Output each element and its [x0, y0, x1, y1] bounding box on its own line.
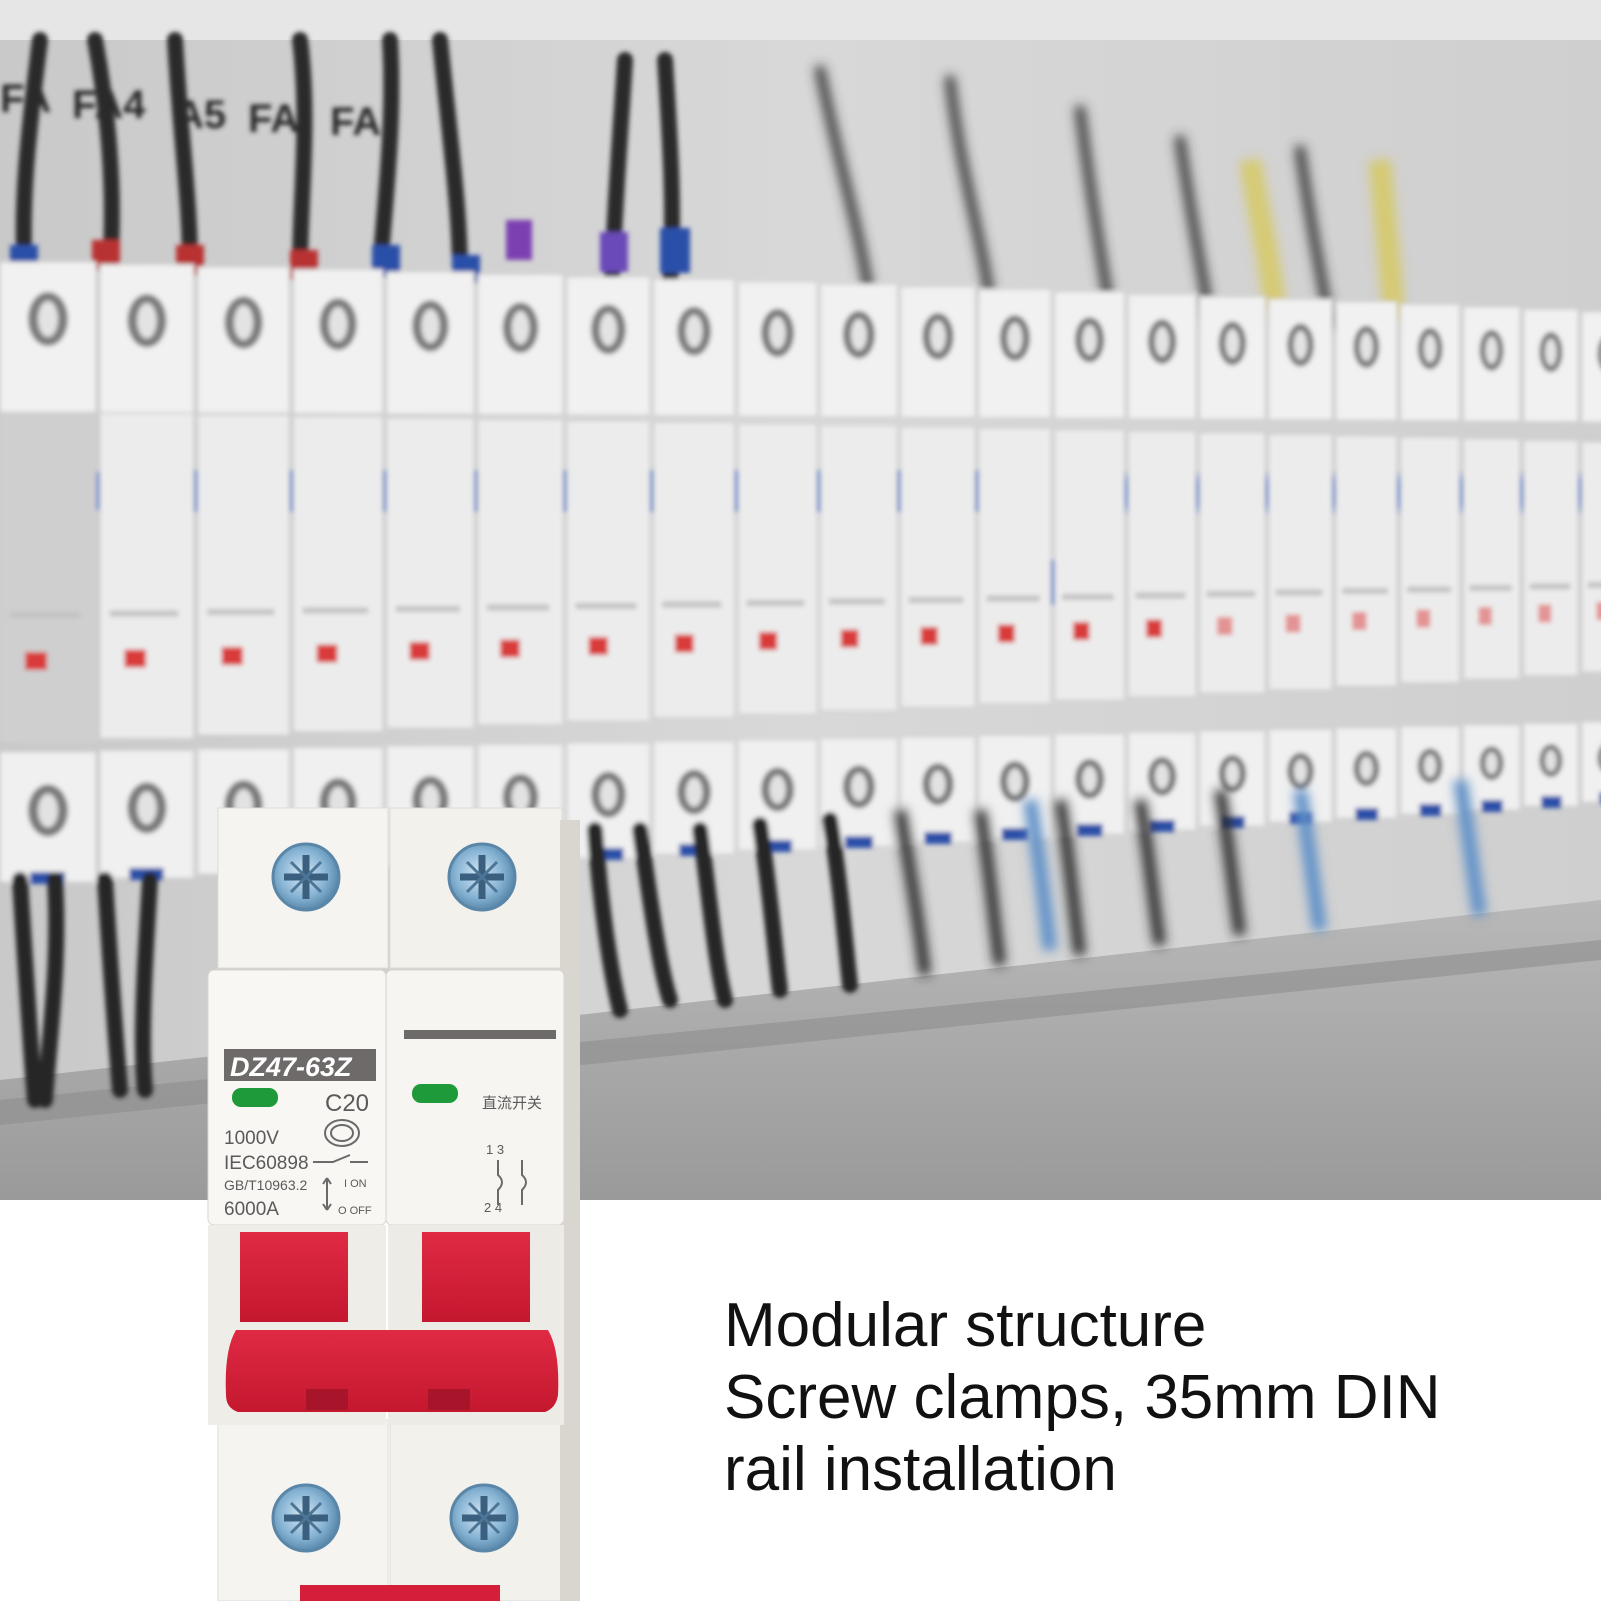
- on-label: I ON: [344, 1178, 367, 1190]
- panel-label-fa4: FA4: [72, 83, 146, 127]
- terminal-bottom-label: 2 4: [484, 1200, 502, 1215]
- voltage-text: 1000V: [224, 1128, 279, 1149]
- panel-label-fa3: FA: [0, 77, 51, 121]
- off-label: O OFF: [338, 1205, 372, 1217]
- circuit-symbol: [313, 1154, 527, 1211]
- model-label: DZ47-63Z: [230, 1052, 353, 1082]
- standard-text-2: GB/T10963.2: [224, 1177, 307, 1193]
- status-indicator-left: [232, 1088, 278, 1107]
- caption-line-2: Screw clamps, 35mm DIN: [724, 1363, 1441, 1432]
- background-panel: FA FA4 A5 FA FA: [0, 0, 1601, 1200]
- rating-text: C20: [325, 1090, 369, 1117]
- top-screw-2: [447, 842, 517, 912]
- dc-circuit-breaker: DZ47-63Z C20 1000V IEC60898 GB/T10963.2 …: [207, 807, 580, 1601]
- bottom-screw-1: [271, 1483, 341, 1553]
- panel-label-fa5: A5: [175, 93, 226, 137]
- feature-caption: Modular structure Screw clamps, 35mm DIN…: [724, 1290, 1584, 1506]
- ccc-mark: [324, 1119, 360, 1147]
- handle-pole-2[interactable]: [422, 1232, 530, 1322]
- dc-switch-label: 直流开关: [482, 1095, 542, 1112]
- panel-label-fa6: FA: [248, 97, 299, 141]
- panel-label-fa7: FA: [330, 100, 381, 144]
- capacity-text: 6000A: [224, 1199, 279, 1220]
- caption-line-3: rail installation: [724, 1435, 1117, 1504]
- standard-text-1: IEC60898: [224, 1153, 309, 1174]
- handle-pole-1[interactable]: [240, 1232, 348, 1322]
- bottom-screw-2: [449, 1483, 519, 1553]
- terminal-top-label: 1 3: [486, 1142, 504, 1157]
- caption-line-1: Modular structure: [724, 1291, 1207, 1360]
- handle-tie-bar[interactable]: [225, 1330, 559, 1412]
- status-indicator-right: [412, 1084, 458, 1103]
- top-screw-1: [271, 842, 341, 912]
